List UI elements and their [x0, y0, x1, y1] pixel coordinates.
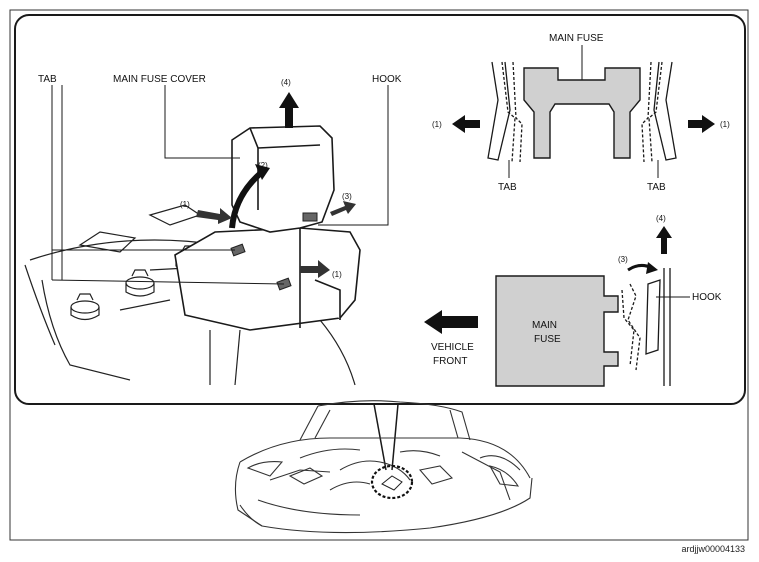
arrow-right-1 [688, 115, 715, 133]
label-step-4: (4) [281, 78, 291, 87]
label-tab: TAB [38, 74, 57, 85]
hook-side-drawing [621, 268, 671, 386]
main-fuse-cover-drawing [231, 125, 335, 233]
label-tab-left: TAB [498, 182, 517, 193]
tab-left-drawing [487, 61, 523, 163]
arrow-vehicle-front [424, 310, 478, 334]
label-step-4-br: (4) [656, 214, 666, 223]
label-step-3: (3) [342, 192, 352, 201]
label-vehicle-front-2: FRONT [433, 356, 467, 367]
main-fuse-top-view [523, 67, 641, 159]
arrow-up-4-br [656, 226, 672, 254]
fuse-location-detail [381, 475, 403, 491]
label-vehicle-front-1: VEHICLE [431, 342, 474, 353]
arrow-up-4 [279, 92, 299, 128]
vehicle-illustration [234, 400, 533, 534]
tab-right-drawing [641, 61, 677, 163]
label-main-fuse-br-1: MAIN [532, 320, 557, 331]
fuse-location-marker [370, 464, 414, 500]
label-step-1-right: (1) [720, 120, 730, 129]
label-step-2: (2) [258, 161, 268, 170]
arrow-1-upper [196, 208, 232, 224]
callout-pointer [373, 403, 399, 471]
label-main-fuse-cover: MAIN FUSE COVER [113, 74, 206, 85]
arrow-left-1 [452, 115, 480, 133]
outer-frame [9, 9, 749, 541]
fuse-box [174, 227, 361, 331]
arrow-1-lower [300, 260, 330, 278]
arrow-curved-2 [229, 164, 270, 229]
label-tab-right: TAB [647, 182, 666, 193]
label-main-fuse-top: MAIN FUSE [549, 33, 604, 44]
main-fuse-side-view [495, 275, 619, 387]
label-step-1-lower: (1) [332, 270, 342, 279]
label-hook: HOOK [372, 74, 402, 85]
label-main-fuse-br-2: FUSE [534, 334, 561, 345]
figure-code: ardjjw00004133 [681, 544, 745, 554]
arrow-curved-3-br [627, 262, 658, 274]
label-step-1-left: (1) [432, 120, 442, 129]
label-step-3-br: (3) [618, 255, 628, 264]
left-leaders [51, 85, 389, 285]
arrow-3 [330, 201, 356, 216]
label-hook-br: HOOK [692, 292, 722, 303]
label-step-1-upper: (1) [180, 200, 190, 209]
